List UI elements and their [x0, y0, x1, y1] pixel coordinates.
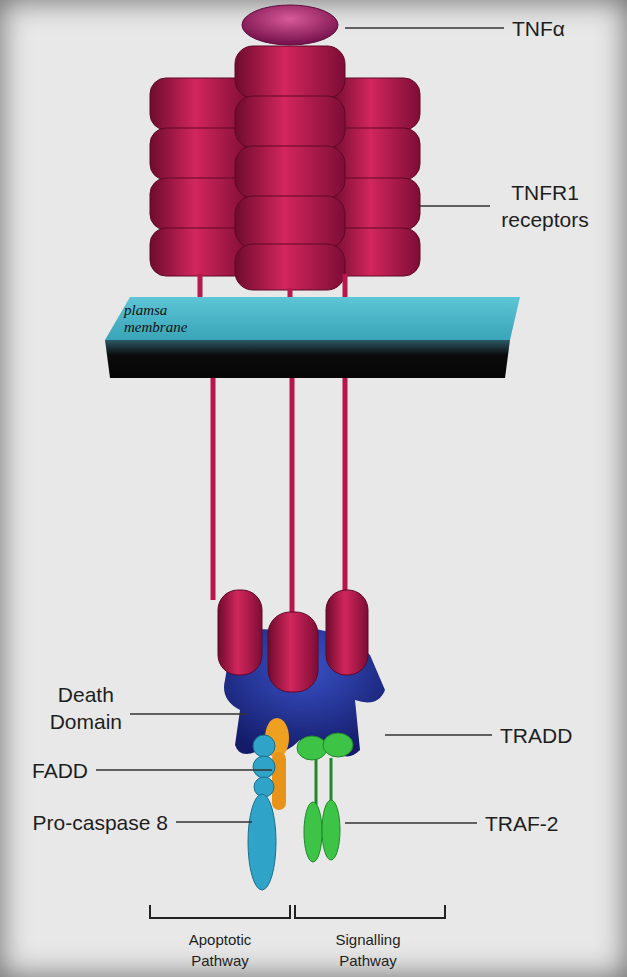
stalk: [290, 376, 295, 620]
stalk: [211, 376, 216, 600]
death-domain: [268, 612, 318, 692]
leader-line: [176, 821, 252, 823]
pro-caspase-8-protein: [248, 735, 276, 890]
protein-label: FADD: [32, 757, 88, 784]
traf-body: [304, 802, 322, 862]
leader-line: [130, 713, 248, 715]
traf-stalk: [315, 758, 318, 805]
leader-line: [96, 769, 272, 771]
protein-label: TRADD: [500, 722, 572, 749]
membrane-band: plamsa membrane: [100, 294, 525, 380]
receptor-segment: [235, 96, 345, 148]
stalk: [343, 376, 348, 600]
bracket: [295, 905, 445, 918]
leader-line: [345, 822, 477, 824]
ligand-label: TNFα: [512, 15, 565, 42]
protein-label: TRAF-2: [485, 810, 559, 837]
receptor-segment: [235, 46, 345, 98]
death-domain: [326, 590, 368, 675]
tnf-alpha-blob: [242, 5, 338, 45]
receptor-segment: [235, 196, 345, 248]
death-domain: [218, 590, 262, 675]
traf-head: [323, 733, 353, 757]
leader-lines: [96, 28, 504, 823]
tnfr1-receptor: [150, 46, 420, 290]
pathway-label: Apoptotic Pathway: [189, 929, 252, 971]
traf-head: [297, 736, 327, 760]
leader-line: [385, 734, 492, 736]
caspase-body: [248, 794, 276, 890]
membrane-label: plamsa membrane: [124, 302, 187, 336]
pathway-brackets: [150, 905, 445, 918]
traf-stalk: [330, 758, 333, 805]
membrane-side: [105, 340, 510, 378]
bracket: [150, 905, 290, 918]
receptor-segment: [235, 146, 345, 198]
caspase-bead: [253, 735, 275, 757]
caspase-bead: [253, 756, 275, 778]
receptor-segment: [235, 244, 345, 290]
fadd-protein: [272, 752, 286, 810]
protein-label: Pro-caspase 8: [33, 809, 168, 836]
leader-line: [345, 27, 504, 29]
membrane-top: [105, 297, 520, 340]
leader-line: [420, 205, 490, 207]
receptor-label: TNFR1 receptors: [501, 179, 589, 233]
traf-2-protein: [297, 733, 353, 862]
domain-label: Death Domain: [50, 681, 122, 735]
pathway-label: Signalling Pathway: [335, 929, 400, 971]
traf-body: [322, 800, 340, 860]
